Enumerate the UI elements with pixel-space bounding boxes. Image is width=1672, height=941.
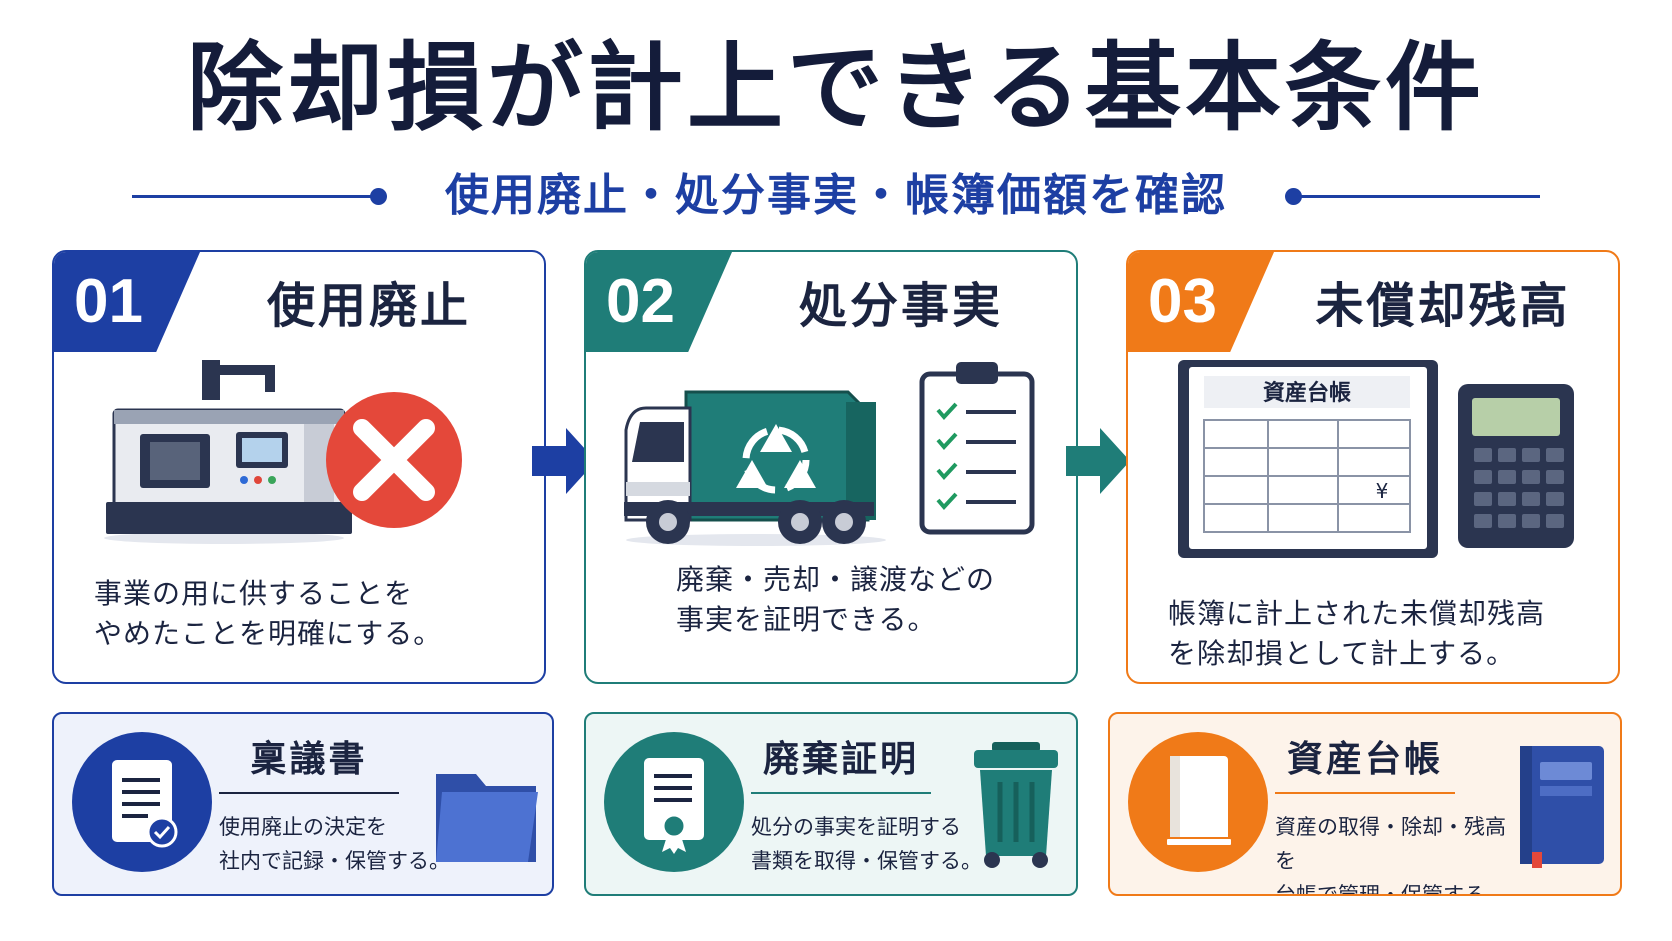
card-3-number: 03 [1148, 267, 1217, 336]
card-1-badge: 01 [54, 252, 200, 352]
card-1-desc-line-1: 事業の用に供することを [94, 577, 414, 610]
card-3-desc-line-1: 帳簿に計上された未償却残高 [1168, 597, 1546, 630]
card-1-number: 01 [74, 267, 143, 336]
card-2-illustration [624, 362, 1035, 546]
card-3-title: 未償却残高 [1315, 278, 1571, 334]
subtitle-row: 使用廃止・処分事実・帳簿価額を確認 [0, 168, 1672, 224]
garbage-truck-icon [624, 390, 886, 546]
doc-1-description: 使用廃止の決定を 社内で記録・保管する。 [219, 810, 459, 878]
doc-1-desc-line-2: 社内で記録・保管する。 [219, 849, 450, 873]
cross-icon [326, 392, 462, 528]
binder-icon [1520, 746, 1604, 868]
doc-3-description: 資産の取得・除却・残高を 台帳で管理・保管する。 [1275, 810, 1515, 896]
book-icon [1128, 732, 1268, 872]
card-1-title: 使用廃止 [266, 278, 471, 334]
doc-3-divider [1275, 792, 1455, 794]
card-3-illustration: 資産台帳 ¥ [1178, 360, 1574, 558]
doc-1-divider [219, 792, 399, 794]
card-1-illustration [104, 360, 462, 544]
doc-1-desc-line-1: 使用廃止の決定を [219, 815, 387, 839]
condition-card-2: 02 処分事実 廃棄・売却・譲渡などの 事実を証明できる。 [584, 250, 1078, 684]
trash-bin-icon [974, 742, 1058, 868]
doc-3-desc-line-2: 台帳で管理・保管する。 [1275, 883, 1506, 896]
condition-card-3: 03 未償却残高 資産台帳 ¥ 帳簿に計上された未償却残高 [1126, 250, 1620, 684]
subtitle: 使用廃止・処分事実・帳簿価額を確認 [445, 170, 1227, 221]
doc-2-desc-line-2: 書類を取得・保管する。 [751, 849, 982, 873]
recycle-icon [736, 424, 816, 494]
doc-2-desc-line-1: 処分の事実を証明する [751, 815, 961, 839]
doc-1-title: 稟議書 [250, 739, 368, 780]
approval-document-icon [72, 732, 212, 872]
document-card-1: 稟議書 使用廃止の決定を 社内で記録・保管する。 [52, 712, 554, 896]
arrow-right-icon [1066, 428, 1130, 494]
certificate-icon [604, 732, 744, 872]
condition-card-1: 01 使用廃止 事業の用に供することを やめたことを明確にする。 [52, 250, 546, 684]
card-2-badge: 02 [586, 252, 732, 352]
ledger-book-icon: 資産台帳 ¥ [1178, 360, 1438, 558]
card-1-description: 事業の用に供することを やめたことを明確にする。 [94, 574, 514, 654]
card-2-title: 処分事実 [798, 278, 1003, 334]
subtitle-line-right [1300, 195, 1540, 198]
card-1-desc-line-2: やめたことを明確にする。 [94, 617, 443, 650]
page-title: 除却損が計上できる基本条件 [186, 32, 1486, 144]
card-2-description: 廃棄・売却・譲渡などの 事実を証明できる。 [676, 560, 1046, 640]
subtitle-line-left [132, 195, 372, 198]
ledger-label: 資産台帳 [1263, 380, 1351, 406]
card-3-desc-line-2: を除却損として計上する。 [1168, 637, 1516, 670]
document-card-2: 廃棄証明 処分の事実を証明する 書類を取得・保管する。 [584, 712, 1078, 896]
doc-2-divider [751, 792, 931, 794]
card-2-number: 02 [606, 267, 675, 336]
checklist-icon [919, 362, 1035, 535]
doc-2-title: 廃棄証明 [762, 739, 919, 780]
calculator-icon [1458, 384, 1574, 548]
arrow-right-icon [532, 428, 596, 494]
card-3-description: 帳簿に計上された未償却残高 を除却損として計上する。 [1168, 594, 1588, 674]
card-2-desc-line-1: 廃棄・売却・譲渡などの [676, 563, 996, 596]
subtitle-dot-left [370, 188, 387, 205]
yen-mark: ¥ [1376, 479, 1389, 503]
doc-2-description: 処分の事実を証明する 書類を取得・保管する。 [751, 810, 991, 878]
doc-3-desc-line-1: 資産の取得・除却・残高を [1275, 815, 1506, 873]
doc-3-title: 資産台帳 [1286, 739, 1443, 780]
subtitle-dot-right [1285, 188, 1302, 205]
card-3-badge: 03 [1128, 252, 1274, 352]
folder-icon [436, 774, 538, 862]
machine-icon [104, 360, 352, 544]
card-2-desc-line-2: 事実を証明できる。 [676, 603, 937, 636]
document-card-3: 資産台帳 資産の取得・除却・残高を 台帳で管理・保管する。 [1108, 712, 1622, 896]
